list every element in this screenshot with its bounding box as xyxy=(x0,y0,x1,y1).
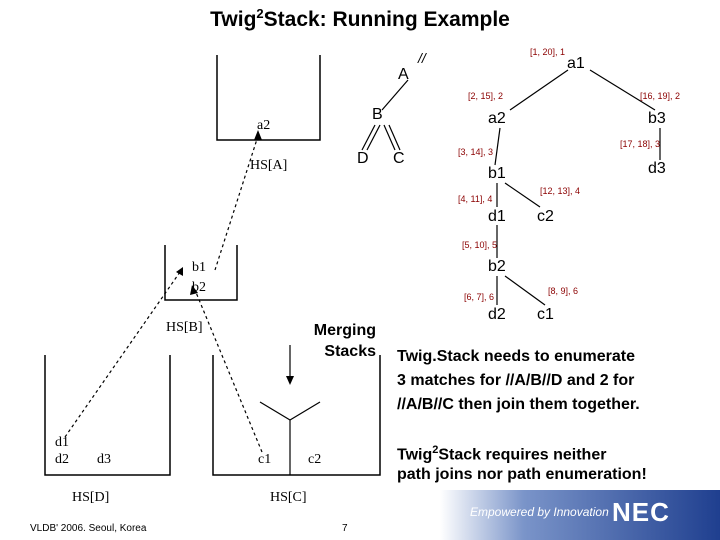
stack-hsD-item: d3 xyxy=(97,452,111,467)
stack-hsB-label: HS[B] xyxy=(166,320,203,335)
stack-hsA-outline xyxy=(216,55,321,141)
explanation-line-1: Twig.Stack needs to enumerate xyxy=(397,348,635,365)
tree-label-c2: [12, 13], 4 xyxy=(540,186,581,196)
tree-label-d2: [6, 7], 6 xyxy=(464,292,495,302)
tree-label-c1: [8, 9], 6 xyxy=(548,286,579,296)
tree-edge-a2-b1 xyxy=(494,127,501,166)
tree-edge-a1-b3 xyxy=(589,69,656,111)
stack-hsC-label: HS[C] xyxy=(270,490,307,505)
tree-label-d3: [17, 18], 3 xyxy=(620,139,661,149)
tree-edge-b2-c1 xyxy=(504,275,546,306)
tree-label-a1: [1, 20], 1 xyxy=(530,47,566,57)
tree-node-d3: d3 xyxy=(648,160,666,177)
stack-hsA-item: a2 xyxy=(257,118,271,133)
tree-node-d2: d2 xyxy=(488,306,506,323)
query-edge-b-c2 xyxy=(388,124,401,151)
query-descendant-edge: // xyxy=(418,50,426,66)
brand-bar xyxy=(440,490,720,540)
query-node-d: D xyxy=(357,150,369,167)
tree-label-b2: [5, 10], 5 xyxy=(462,240,498,250)
tree-edge-b1-c2 xyxy=(504,182,541,208)
tree-label-a2: [2, 15], 2 xyxy=(468,91,504,101)
query-edge-b-c1 xyxy=(383,124,396,151)
conclusion-line-2: path joins nor path enumeration! xyxy=(397,466,647,483)
tree-node-c2: c2 xyxy=(537,208,554,225)
pointer-b-to-a2-head xyxy=(254,130,262,140)
query-node-a: A xyxy=(398,66,409,83)
query-edge-b-d1 xyxy=(361,124,376,151)
stack-hsD-item: d1 xyxy=(55,435,69,450)
tree-node-c1: c1 xyxy=(537,306,554,323)
tree-node-b1: b1 xyxy=(488,165,506,182)
explanation-line-3: //A/B//C then join them together. xyxy=(397,396,640,413)
merging-arrow-head xyxy=(286,376,294,385)
tree-label-b3: [16, 19], 2 xyxy=(640,91,681,101)
tree-label-b1: [3, 14], 3 xyxy=(458,147,494,157)
tree-node-b2: b2 xyxy=(488,258,506,275)
query-node-b: B xyxy=(372,106,383,123)
pointer-d-to-b xyxy=(64,271,181,438)
tree-edge-a1-a2 xyxy=(509,69,569,111)
query-edge-a-b xyxy=(381,79,409,111)
stack-hsC-outline xyxy=(212,355,381,476)
query-edge-b-d2 xyxy=(366,124,381,151)
tree-node-d1: d1 xyxy=(488,208,506,225)
tree-node-a1: a1 xyxy=(567,55,585,72)
tree-node-b3: b3 xyxy=(648,110,666,127)
query-node-c: C xyxy=(393,150,405,167)
tree-node-a2: a2 xyxy=(488,110,506,127)
pointer-c-to-b-head xyxy=(190,285,198,295)
merge-funnel-left xyxy=(259,401,291,421)
nec-logo: NEC xyxy=(612,497,670,527)
pointer-d-to-b-head xyxy=(176,267,183,276)
footer-venue: VLDB' 2006. Seoul, Korea xyxy=(30,523,147,534)
stack-hsD-outline xyxy=(44,355,171,476)
merging-stacks-label: Merging Stacks xyxy=(313,322,376,360)
stack-hsD-item: d2 xyxy=(55,452,69,467)
merge-funnel-right xyxy=(289,401,321,421)
stack-hsB-item: b2 xyxy=(192,280,206,295)
page-number: 7 xyxy=(342,523,348,534)
pointer-c-to-b xyxy=(194,289,263,453)
stack-hsB-outline xyxy=(164,245,238,301)
tree-label-d1: [4, 11], 4 xyxy=(458,194,493,204)
brand-tagline: Empowered by Innovation xyxy=(470,505,609,519)
conclusion-line-1: Twig2Stack requires neither xyxy=(397,444,607,464)
stack-hsA-label: HS[A] xyxy=(250,158,288,173)
slide-title: Twig2Stack: Running Example xyxy=(210,6,510,31)
stack-hsB-item: b1 xyxy=(192,260,206,275)
stack-hsC-item: c1 xyxy=(258,452,272,467)
stack-hsC-item: c2 xyxy=(308,452,322,467)
explanation-line-2: 3 matches for //A/B//D and 2 for xyxy=(397,372,635,389)
stack-hsD-label: HS[D] xyxy=(72,490,110,505)
